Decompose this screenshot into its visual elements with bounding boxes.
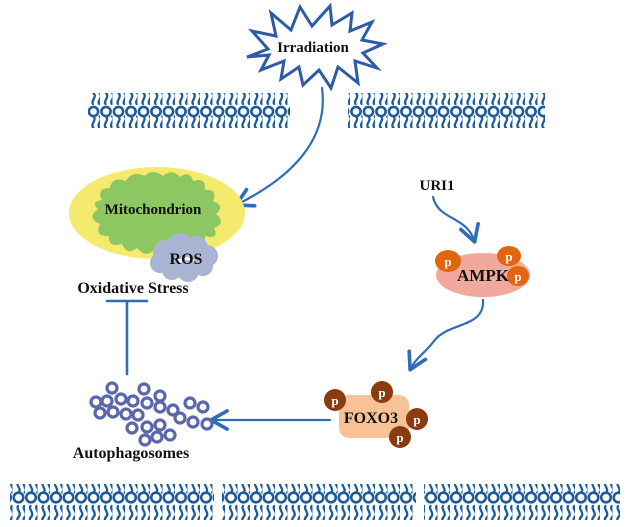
autophagosome-vesicle	[100, 394, 114, 408]
arrow-uri1-to-ampk	[431, 195, 480, 244]
arrow-ampk-to-foxo3	[407, 298, 485, 372]
autophagosome-vesicle	[114, 392, 128, 406]
oxidative-stress-label: Oxidative Stress	[77, 280, 188, 297]
autophagosome-vesicle	[153, 389, 167, 403]
membrane-top-right	[348, 93, 545, 128]
phospho-label: p	[396, 430, 403, 445]
autophagosome-vesicle	[119, 407, 133, 421]
ampk-label: AMPK	[457, 266, 510, 285]
autophagosome-vesicle	[140, 420, 154, 434]
ros-cloud: ROS	[150, 233, 218, 282]
autophagosome-vesicle	[89, 395, 103, 409]
phospho-label: p	[514, 269, 521, 284]
autophagosome-vesicle	[126, 394, 140, 408]
autophagosome-vesicle	[173, 411, 187, 425]
irradiation-burst: Irradiation	[246, 2, 388, 92]
autophagosomes-label: Autophagosomes	[73, 445, 189, 462]
mitochondrion-cristae	[92, 172, 222, 254]
autophagosome-vesicle	[150, 430, 164, 444]
phospho-label: p	[413, 412, 420, 427]
foxo3-node: p p p p FOXO3	[324, 381, 428, 448]
foxo3-box	[339, 395, 409, 438]
autophagosome-vesicle	[163, 428, 177, 442]
inhibition-autophagosomes-to-oxidative-stress	[105, 299, 149, 376]
autophagosome-vesicle	[200, 417, 214, 431]
autophagosome-vesicle	[166, 403, 180, 417]
autophagosome-vesicle	[106, 405, 120, 419]
phospho-site	[389, 426, 411, 448]
autophagosome-vesicle	[153, 400, 167, 414]
mitochondrion: Mitochondrion	[69, 167, 245, 259]
autophagosome-vesicle	[153, 418, 167, 432]
phospho-site	[324, 389, 346, 411]
starburst-icon	[246, 2, 388, 92]
autophagosome-vesicle	[186, 415, 200, 429]
autophagosome-vesicle	[183, 396, 197, 410]
membrane-bottom-right	[424, 484, 620, 520]
phospho-site	[371, 381, 393, 403]
phospho-site	[435, 250, 461, 272]
phospho-label: p	[444, 254, 451, 269]
autophagosome-vesicle	[125, 421, 139, 435]
ampk-node: p p p AMPK	[435, 246, 530, 297]
mitochondrion-label: Mitochondrion	[105, 202, 202, 218]
uri1-label: URI1	[419, 178, 454, 194]
phospho-site	[507, 266, 529, 286]
autophagosome-cluster: Autophagosomes	[73, 381, 214, 462]
autophagosome-vesicle	[140, 396, 154, 410]
phospho-site	[406, 408, 428, 430]
phospho-label: p	[505, 249, 512, 264]
autophagosome-vesicle	[105, 381, 119, 395]
membrane-bottom-left	[10, 484, 214, 520]
autophagosome-vesicle	[137, 382, 151, 396]
membrane-bottom-middle	[222, 484, 416, 520]
autophagosome-vesicle	[138, 433, 152, 447]
autophagosome-vesicle	[131, 408, 145, 422]
cloud-icon	[150, 233, 218, 282]
phospho-site	[497, 246, 521, 266]
ros-label: ROS	[170, 251, 203, 268]
irradiation-label: Irradiation	[277, 40, 349, 56]
phospho-label: p	[378, 385, 385, 400]
membrane-top-left	[88, 93, 290, 128]
arrow-irradiation-to-mitochondrion	[234, 86, 324, 208]
phospho-label: p	[331, 393, 338, 408]
autophagosome-vesicle	[196, 400, 210, 414]
foxo3-label: FOXO3	[344, 410, 398, 427]
autophagosome-vesicle	[93, 406, 107, 420]
